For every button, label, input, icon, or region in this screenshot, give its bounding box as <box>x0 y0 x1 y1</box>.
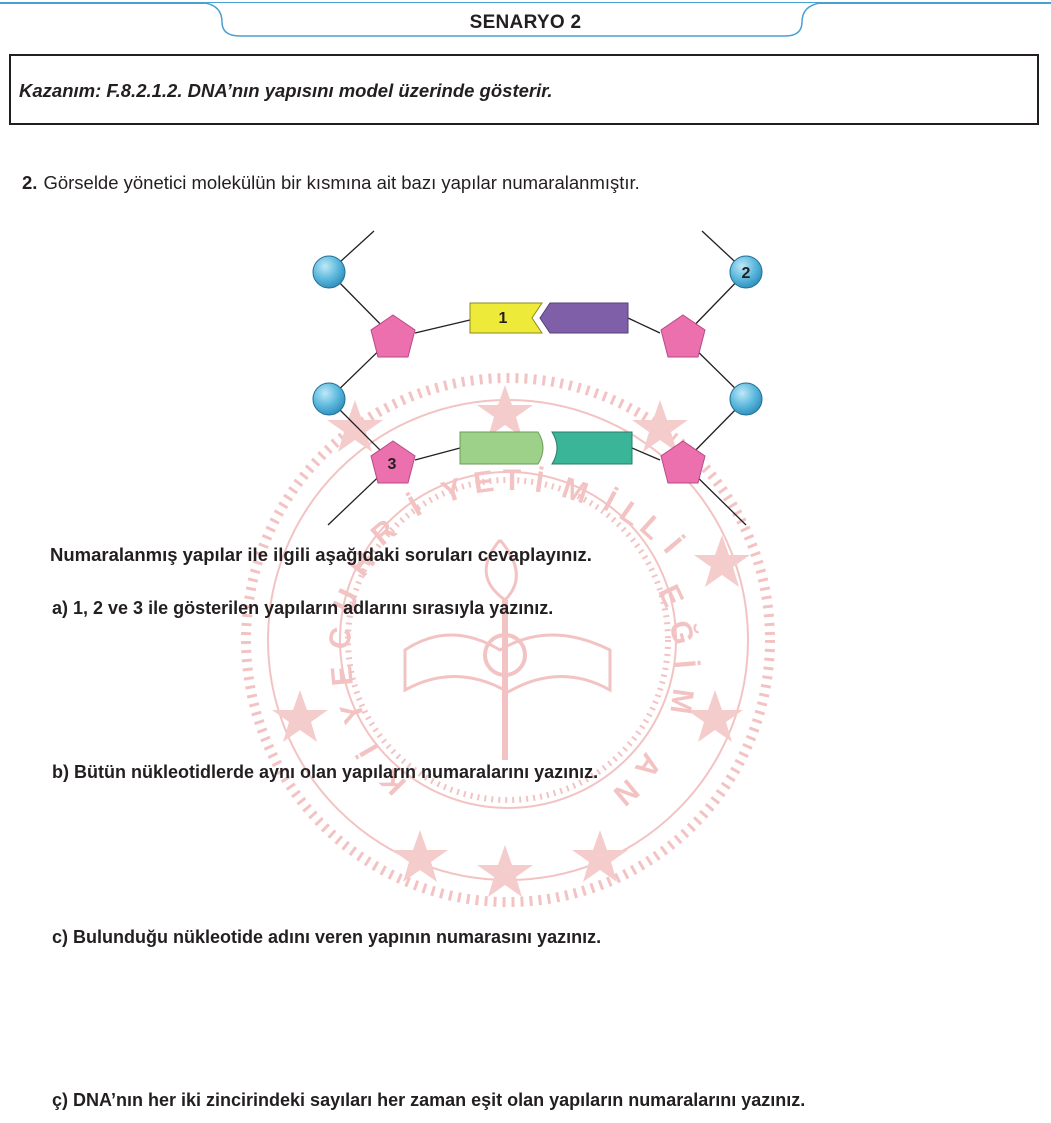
base-yellow-1 <box>469 302 543 334</box>
label-3: 3 <box>388 456 397 473</box>
sugar-pentagon <box>660 314 706 358</box>
sugar-pentagon-3 <box>370 440 416 484</box>
kazanim-box: Kazanım: F.8.2.1.2. DNA’nın yapısını mod… <box>9 54 1039 125</box>
subquestion-c: c) Bulunduğu nükleotide adını veren yapı… <box>52 927 602 947</box>
question-text: Görselde yönetici molekülün bir kısmına … <box>43 172 640 193</box>
question-number: 2. <box>22 172 38 193</box>
base-teal <box>551 431 633 465</box>
sugar-pentagon <box>660 440 706 484</box>
sugar-pentagon <box>370 314 416 358</box>
connector-line <box>414 319 471 334</box>
page-title: SENARYO 2 <box>469 12 582 33</box>
connector-line <box>414 447 461 461</box>
subquestion-b: b) Bütün nükleotidlerde aynı olan yapıla… <box>52 762 599 782</box>
phosphate-ball-2 <box>729 255 763 289</box>
phosphate-ball <box>729 382 763 416</box>
phosphate-ball <box>312 382 346 416</box>
connector-line <box>631 447 661 461</box>
connector-line <box>627 317 661 334</box>
header-tab <box>0 2 1051 37</box>
label-1: 1 <box>499 310 508 327</box>
label-2: 2 <box>742 265 751 282</box>
subquestion-d: ç) DNA’nın her iki zincirindeki sayıları… <box>52 1090 806 1110</box>
subquestion-a: a) 1, 2 ve 3 ile gösterilen yapıların ad… <box>52 598 554 618</box>
instruction-text: Numaralanmış yapılar ile ilgili aşağıdak… <box>50 544 592 565</box>
base-purple <box>539 302 629 334</box>
base-green <box>459 431 544 465</box>
kazanim-text: Kazanım: F.8.2.1.2. DNA’nın yapısını mod… <box>19 80 553 101</box>
phosphate-ball <box>312 255 346 289</box>
question-line: 2.Görselde yönetici molekülün bir kısmın… <box>22 172 640 194</box>
